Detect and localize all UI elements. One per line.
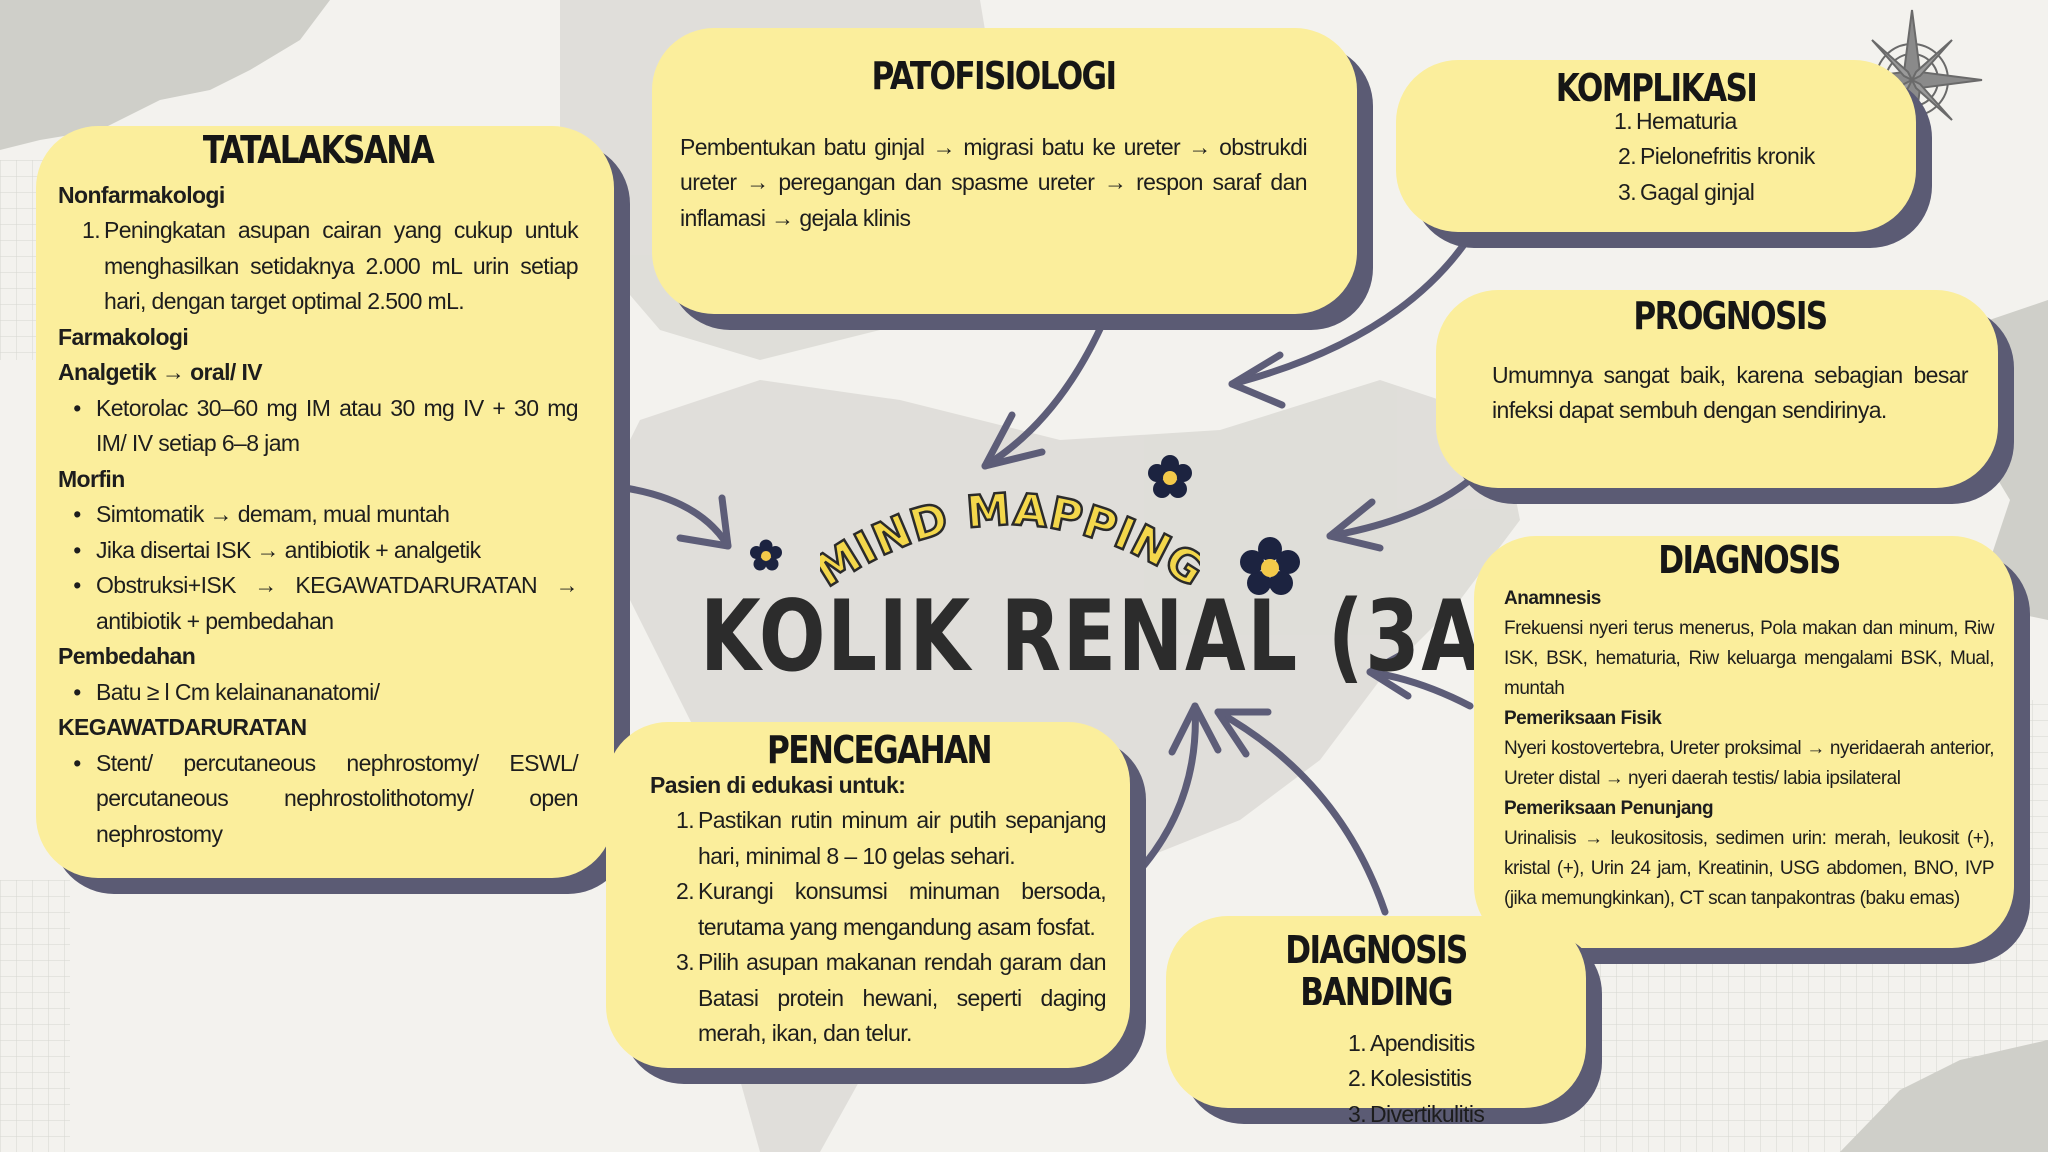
anamnesis-text: Frekuensi nyeri terus menerus, Pola maka… xyxy=(1504,617,1995,699)
patofisiologi-bubble: PATOFISIOLOGI Pembentukan batu ginjal → … xyxy=(652,28,1357,314)
analgetik-heading: Analgetik → oral/ IV xyxy=(58,359,263,386)
list-item: •Stent/ percutaneous nephrostomy/ ESWL/ … xyxy=(73,749,578,847)
pencegahan-title: PENCEGAHAN xyxy=(767,728,993,772)
pemeriksaan-fisik-heading: Pemeriksaan Fisik xyxy=(1504,707,1662,729)
pencegahan-bubble: PENCEGAHAN Pasien di edukasi untuk: 1.Pa… xyxy=(606,722,1130,1068)
list-item: 2.Kolesistitis xyxy=(1348,1065,1472,1092)
list-item: 2.Pielonefritis kronik xyxy=(1618,143,1815,170)
list-item: •Simtomatik → demam, mual muntah xyxy=(73,501,450,528)
list-item: 1.Peningkatan asupan cairan yang cukup u… xyxy=(82,217,579,315)
anamnesis-heading: Anamnesis xyxy=(1504,587,1601,609)
list-item: 1.Pastikan rutin minum air putih sepanja… xyxy=(676,807,1107,869)
tatalaksana-bubble: TATALAKSANA Nonfarmakologi 1.Peningkatan… xyxy=(36,126,614,878)
komplikasi-bubble: KOMPLIKASI 1.Hematuria 2.Pielonefritis k… xyxy=(1396,60,1916,232)
pemeriksaan-penunjang-heading: Pemeriksaan Penunjang xyxy=(1504,797,1714,819)
list-item: •Obstruksi+ISK → KEGAWATDARURATAN → anti… xyxy=(73,572,578,634)
arrow-tatalaksana xyxy=(621,484,732,550)
flower-icon xyxy=(1148,455,1192,498)
komplikasi-title: KOMPLIKASI xyxy=(1555,66,1758,110)
nonfarmakologi-heading: Nonfarmakologi xyxy=(58,181,225,208)
pembedahan-heading: Pembedahan xyxy=(58,643,196,670)
diagnosis-bubble: DIAGNOSIS Anamnesis Frekuensi nyeri teru… xyxy=(1474,536,2014,948)
list-item: •Ketorolac 30–60 mg IM atau 30 mg IV + 3… xyxy=(73,394,578,457)
flower-icon xyxy=(750,539,782,571)
list-item: 3.Pilih asupan makanan rendah garam dan … xyxy=(676,949,1107,1047)
morfin-heading: Morfin xyxy=(58,465,125,492)
arrow-banding xyxy=(1214,708,1389,916)
grid-patch-bottom-left xyxy=(0,880,70,1152)
arrow-patofisiologi xyxy=(981,314,1109,470)
pencegahan-intro: Pasien di edukasi untuk: xyxy=(650,771,906,798)
diagnosis-title: DIAGNOSIS xyxy=(1658,538,1841,582)
corner-top-left xyxy=(0,0,330,150)
tatalaksana-title: TATALAKSANA xyxy=(202,128,435,172)
main-title: KOLIK RENAL (3A) xyxy=(700,580,1522,694)
list-item: 3.Divertikulitis xyxy=(1348,1100,1485,1127)
patofisiologi-text: Pembentukan batu ginjal → migrasi batu k… xyxy=(680,133,1308,231)
pemeriksaan-penunjang-text: Urinalisis → leukositosis, sedimen urin:… xyxy=(1504,827,1995,909)
list-item: •Jika disertai ISK → antibiotik + analge… xyxy=(73,536,481,563)
pemeriksaan-fisik-text: Nyeri kostovertebra, Ureter proksimal → … xyxy=(1504,737,1995,789)
list-item: •Batu ≥ l Cm kelainananatomi/ xyxy=(73,678,380,705)
list-item: 1.Apendisitis xyxy=(1348,1029,1475,1056)
mind-mapping-label: MIND MAPPING xyxy=(820,483,1200,599)
arrow-pencegahan xyxy=(1136,702,1199,874)
arrow-diagnosis xyxy=(1366,668,1474,710)
diagnosis-banding-title: DIAGNOSIS BANDING xyxy=(1285,928,1468,1014)
komplikasi-list: 1.Hematuria 2.Pielonefritis kronik 3.Gag… xyxy=(1614,104,1886,211)
list-item: 2.Kurangi konsumsi minuman bersoda, teru… xyxy=(676,878,1107,940)
flower-icon xyxy=(1240,537,1300,595)
corner-bottom-right xyxy=(1840,1040,2048,1152)
diagnosis-banding-bubble: DIAGNOSIS BANDING 1.Apendisitis 2.Kolesi… xyxy=(1166,916,1586,1127)
prognosis-title: PROGNOSIS xyxy=(1633,294,1828,338)
list-item: 3.Gagal ginjal xyxy=(1618,178,1755,205)
arrow-prognosis xyxy=(1326,476,1474,540)
prognosis-text: Umumnya sangat baik, karena sebagian bes… xyxy=(1492,361,1969,424)
kegawatdaruratan-heading: KEGAWATDARURATAN xyxy=(58,714,307,741)
list-item: 1.Hematuria xyxy=(1614,107,1737,134)
farmakologi-heading: Farmakologi xyxy=(58,323,189,350)
prognosis-bubble: PROGNOSIS Umumnya sangat baik, karena se… xyxy=(1436,290,1998,488)
patofisiologi-title: PATOFISIOLOGI xyxy=(871,54,1118,98)
arrow-komplikasi xyxy=(1228,232,1474,388)
